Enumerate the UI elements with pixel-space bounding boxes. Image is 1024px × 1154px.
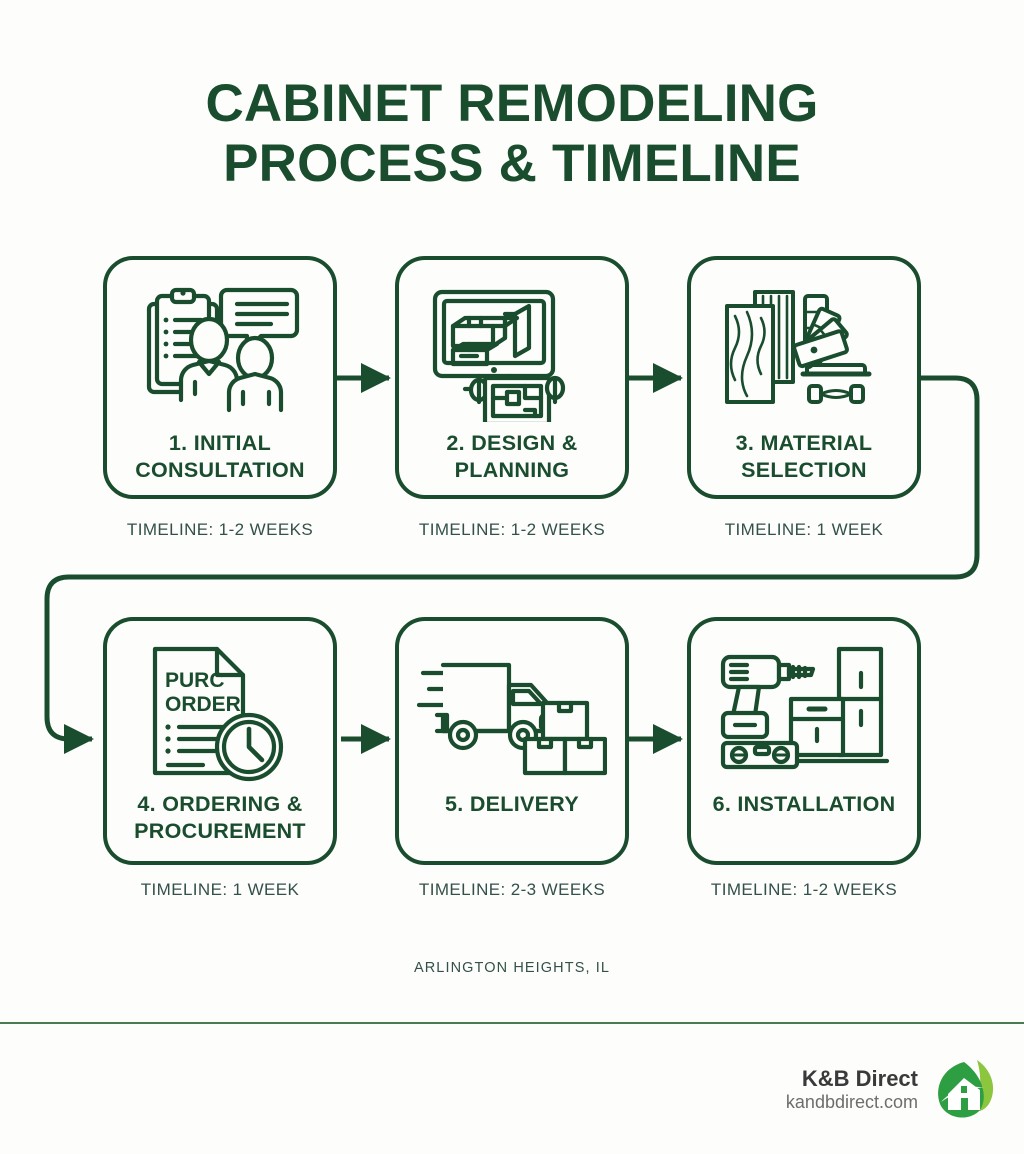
clipboard-people-speech-bubble-icon xyxy=(125,282,315,422)
step-card-6-timeline: TIMELINE: 1-2 WEEKS xyxy=(710,880,898,899)
footer-divider xyxy=(0,1022,1024,1024)
step-card-6[interactable]: 6. INSTALLATION xyxy=(687,617,921,865)
step-card-3[interactable]: 3. MATERIAL SELECTION xyxy=(687,256,921,499)
footer-branding: K&B Direct kandbdirect.com xyxy=(786,1054,1002,1126)
step-card-1-timeline: TIMELINE: 1-2 WEEKS xyxy=(126,520,314,539)
leaf-house-logo xyxy=(930,1054,1002,1126)
step-card-2-title: 2. DESIGN & PLANNING xyxy=(446,431,578,482)
logo-house xyxy=(948,1078,980,1110)
monitor-blueprint-icon xyxy=(417,282,607,422)
drill-level-cabinets-icon xyxy=(709,643,899,783)
step-card-5-timeline: TIMELINE: 2-3 WEEKS xyxy=(418,880,606,899)
step-card-1-title: 1. INITIAL CONSULTATION xyxy=(135,431,305,482)
po-icon-line-2: ORDER xyxy=(165,693,241,716)
purchase-order-clock-icon: PURC ORDER xyxy=(125,643,315,783)
step-card-4[interactable]: PURC ORDER 4. ORDERING & PROCUREMENT xyxy=(103,617,337,865)
logo-light-leaf xyxy=(971,1060,994,1112)
po-icon-line-1: PURC xyxy=(165,669,225,692)
step-card-3-timeline: TIMELINE: 1 WEEK xyxy=(724,520,884,539)
page-title: CABINET REMODELING PROCESS & TIMELINE xyxy=(0,74,1024,194)
step-card-5[interactable]: 5. DELIVERY xyxy=(395,617,629,865)
location-label: ARLINGTON HEIGHTS, IL xyxy=(413,960,611,976)
wood-samples-swatches-hardware-icon xyxy=(709,282,899,422)
step-card-2[interactable]: 2. DESIGN & PLANNING xyxy=(395,256,629,499)
page-title-line-1: CABINET REMODELING xyxy=(205,74,819,133)
step-card-1[interactable]: 1. INITIAL CONSULTATION xyxy=(103,256,337,499)
step-card-4-timeline: TIMELINE: 1 WEEK xyxy=(140,880,300,899)
step-card-2-timeline: TIMELINE: 1-2 WEEKS xyxy=(418,520,606,539)
page-title-line-2: PROCESS & TIMELINE xyxy=(223,133,801,193)
brand-text-block: K&B Direct kandbdirect.com xyxy=(786,1066,918,1113)
brand-url: kandbdirect.com xyxy=(785,1092,918,1113)
brand-name: K&B Direct xyxy=(801,1066,918,1092)
step-card-4-title: 4. ORDERING & PROCUREMENT xyxy=(134,792,306,843)
step-card-5-title: 5. DELIVERY xyxy=(445,792,579,816)
step-card-6-title: 6. INSTALLATION xyxy=(712,792,896,816)
step-card-3-title: 3. MATERIAL SELECTION xyxy=(735,431,873,482)
delivery-truck-boxes-icon xyxy=(417,643,607,783)
